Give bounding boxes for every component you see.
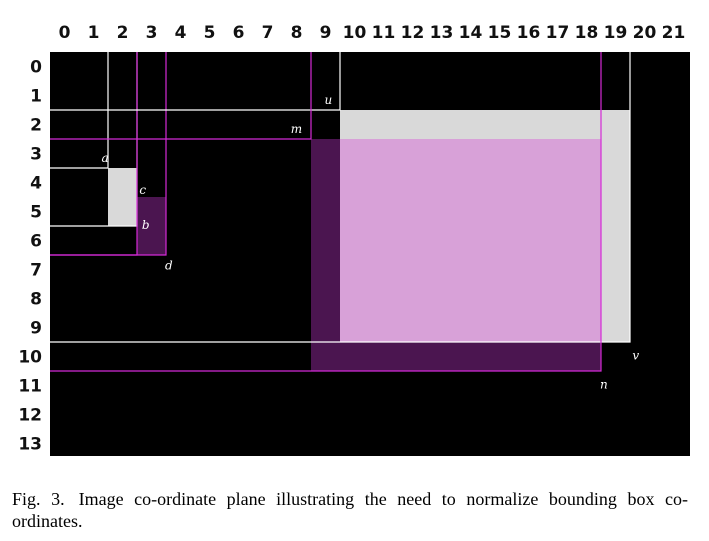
fill-region-0 bbox=[108, 168, 137, 226]
x-tick-label: 12 bbox=[401, 23, 425, 43]
box-label-b: b bbox=[142, 218, 150, 232]
x-tick-label: 7 bbox=[262, 23, 274, 43]
y-tick-label: 5 bbox=[30, 203, 42, 223]
fills-layer bbox=[108, 110, 630, 371]
box-outline-n bbox=[50, 52, 602, 372]
y-tick-label: 6 bbox=[30, 232, 42, 252]
box-label-c: c bbox=[139, 183, 146, 197]
x-tick-label: 21 bbox=[662, 23, 686, 43]
caption-label: Fig. 3. bbox=[12, 489, 65, 509]
fill-region-4 bbox=[340, 139, 601, 342]
box-label-v: v bbox=[632, 348, 639, 362]
box-lines-layer bbox=[50, 52, 631, 372]
x-tick-label: 18 bbox=[575, 23, 599, 43]
y-tick-label: 9 bbox=[30, 319, 42, 339]
x-tick-label: 11 bbox=[372, 23, 396, 43]
x-tick-label: 14 bbox=[459, 23, 483, 43]
y-tick-label: 2 bbox=[30, 116, 42, 136]
box-outline-a bbox=[50, 52, 109, 169]
x-tick-label: 17 bbox=[546, 23, 570, 43]
box-label-n: n bbox=[600, 377, 608, 391]
x-tick-label: 16 bbox=[517, 23, 541, 43]
box-label-u: u bbox=[325, 93, 333, 107]
x-tick-label: 6 bbox=[233, 23, 245, 43]
x-tick-label: 19 bbox=[604, 23, 628, 43]
x-tick-label: 3 bbox=[146, 23, 158, 43]
x-tick-label: 9 bbox=[320, 23, 332, 43]
y-tick-label: 0 bbox=[30, 58, 42, 78]
y-tick-label: 13 bbox=[18, 435, 42, 455]
box-label-a: a bbox=[102, 151, 109, 165]
box-labels-layer: a c b d u m v n bbox=[102, 93, 640, 391]
y-tick-label: 8 bbox=[30, 290, 42, 310]
box-outline-u bbox=[50, 52, 341, 111]
box-outline-v bbox=[50, 52, 631, 343]
y-tick-label: 4 bbox=[30, 174, 42, 194]
fill-region-1 bbox=[137, 197, 166, 255]
box-outline-m bbox=[50, 52, 312, 140]
x-tick-label: 2 bbox=[117, 23, 129, 43]
x-tick-label: 10 bbox=[343, 23, 367, 43]
x-tick-label: 0 bbox=[59, 23, 71, 43]
x-tick-label: 15 bbox=[488, 23, 512, 43]
box-label-m: m bbox=[291, 122, 302, 136]
box-label-d: d bbox=[165, 259, 173, 273]
y-tick-label: 11 bbox=[18, 377, 42, 397]
box-outline-d bbox=[50, 52, 167, 256]
y-tick-label: 10 bbox=[18, 348, 42, 368]
x-tick-label: 1 bbox=[88, 23, 100, 43]
caption-text: Image co-ordinate plane illustrating the… bbox=[12, 489, 688, 531]
y-tick-label: 12 bbox=[18, 406, 42, 426]
x-tick-label: 4 bbox=[175, 23, 187, 43]
x-tick-label: 20 bbox=[633, 23, 657, 43]
figure-caption: Fig. 3.Image co-ordinate plane illustrat… bbox=[12, 488, 688, 532]
x-tick-label: 8 bbox=[291, 23, 303, 43]
y-tick-label: 1 bbox=[30, 87, 42, 107]
y-tick-label: 7 bbox=[30, 261, 42, 281]
x-tick-label: 13 bbox=[430, 23, 454, 43]
y-tick-label: 3 bbox=[30, 145, 42, 165]
x-tick-label: 5 bbox=[204, 23, 216, 43]
